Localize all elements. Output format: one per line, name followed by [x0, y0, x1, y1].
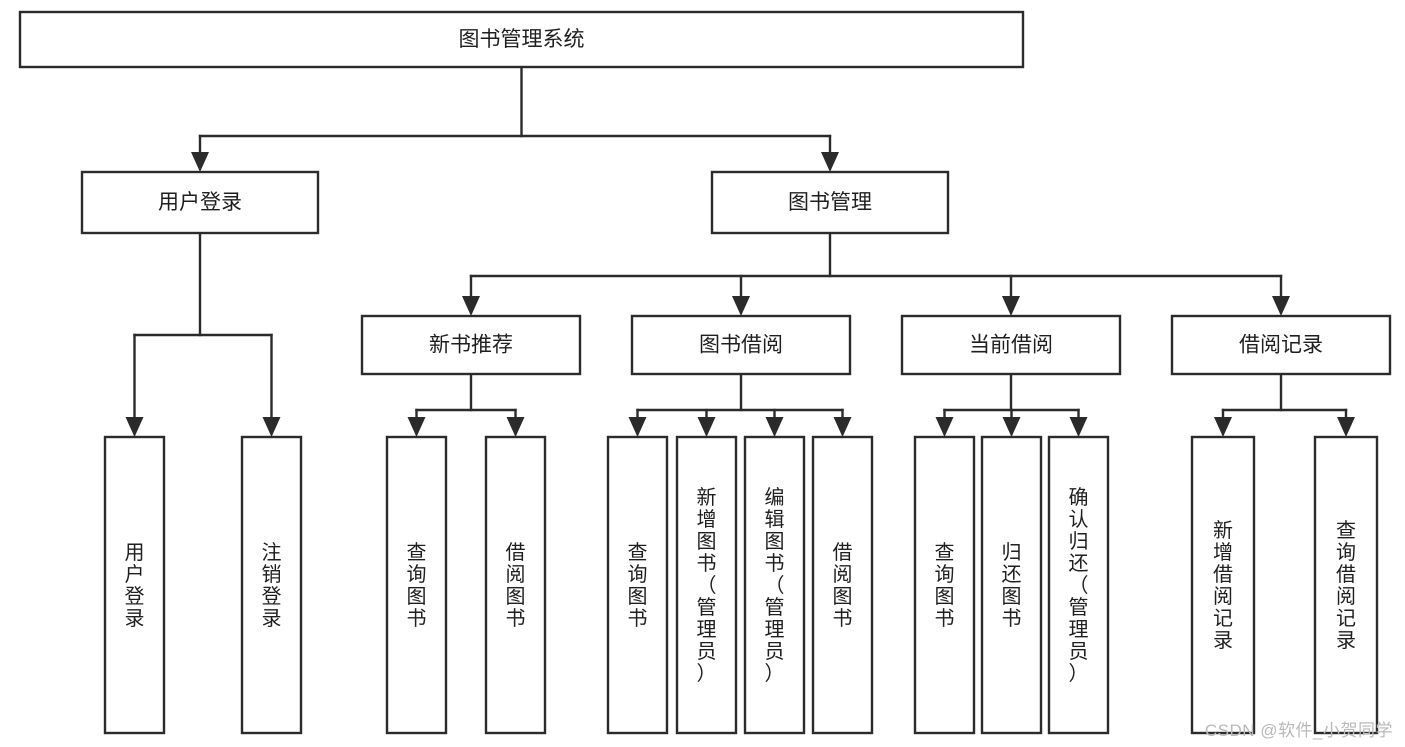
node-label: 图书管理 [788, 191, 872, 214]
arrow-head [1002, 296, 1020, 316]
node-label: 用户登录 [125, 542, 145, 630]
arrow-head [191, 152, 209, 172]
node-label: 借阅图书 [833, 541, 853, 630]
arrow-head [1272, 296, 1290, 316]
arrow-head [1069, 417, 1088, 437]
node-label: 查询图书 [935, 541, 955, 630]
arrow-head [697, 417, 716, 437]
arrow-head [821, 152, 839, 172]
node-box-rect [484, 435, 547, 735]
node-borrow-record[interactable]: 借阅记录 [1170, 314, 1392, 376]
node-label: 用户登录 [158, 191, 242, 214]
node-leaf-borrow-book-1[interactable]: 借阅图书 [484, 435, 547, 735]
node-label: 新增借阅记录 [1213, 519, 1233, 652]
arrow-head [407, 417, 426, 437]
arrow-head [125, 417, 144, 437]
node-label: 新增图书（管理员） [697, 486, 717, 685]
node-box-rect [913, 435, 976, 735]
node-box-rect [606, 435, 669, 735]
arrow-head [628, 417, 647, 437]
arrow-head [262, 417, 281, 437]
node-boxes-layer: 图书管理系统用户登录图书管理新书推荐图书借阅当前借阅借阅记录用户登录注销登录查询… [18, 10, 1392, 735]
node-box-rect [80, 170, 320, 235]
node-user-login[interactable]: 用户登录 [80, 170, 320, 235]
node-leaf-logout-login[interactable]: 注销登录 [240, 435, 303, 735]
node-box-rect [630, 314, 852, 376]
node-label: 查询借阅记录 [1336, 519, 1356, 652]
node-box-rect [980, 435, 1043, 735]
node-leaf-edit-book-admin[interactable]: 编辑图书（管理员） [743, 435, 806, 735]
node-label: 当前借阅 [969, 334, 1053, 357]
node-box-rect [811, 435, 874, 735]
node-leaf-add-book-admin[interactable]: 新增图书（管理员） [675, 435, 738, 735]
arrow-head [506, 417, 525, 437]
node-root-book-management-system[interactable]: 图书管理系统 [18, 10, 1025, 69]
arrow-head [765, 417, 784, 437]
node-leaf-query-book-2[interactable]: 查询图书 [606, 435, 669, 735]
node-book-manage[interactable]: 图书管理 [710, 170, 950, 235]
node-box-rect [385, 435, 448, 735]
node-box-rect [1047, 435, 1110, 735]
node-new-book-recommend[interactable]: 新书推荐 [360, 314, 582, 376]
node-box-rect [18, 10, 1025, 69]
node-label: 新书推荐 [429, 334, 513, 357]
node-leaf-user-login[interactable]: 用户登录 [103, 435, 166, 735]
node-box-rect [240, 435, 303, 735]
arrow-head [1002, 417, 1021, 437]
node-current-borrow[interactable]: 当前借阅 [900, 314, 1122, 376]
node-label: 编辑图书（管理员） [765, 486, 785, 685]
node-leaf-query-book-3[interactable]: 查询图书 [913, 435, 976, 735]
node-book-borrow[interactable]: 图书借阅 [630, 314, 852, 376]
node-leaf-return-book[interactable]: 归还图书 [980, 435, 1043, 735]
arrow-head [1214, 417, 1232, 437]
node-leaf-query-borrow-record[interactable]: 查询借阅记录 [1313, 435, 1379, 735]
node-label: 查询图书 [407, 541, 427, 630]
node-box-rect [360, 314, 582, 376]
arrow-head [833, 417, 852, 437]
node-label: 归还图书 [1002, 541, 1022, 630]
node-label: 图书管理系统 [459, 28, 585, 51]
node-box-rect [900, 314, 1122, 376]
node-leaf-query-book-1[interactable]: 查询图书 [385, 435, 448, 735]
node-box-rect [103, 435, 166, 735]
node-box-rect [1190, 435, 1256, 735]
node-label: 注销登录 [262, 541, 282, 630]
node-label: 借阅记录 [1239, 334, 1323, 357]
connector-lines-layer [125, 65, 1355, 437]
node-box-rect [675, 435, 738, 735]
node-label: 查询图书 [628, 541, 648, 630]
arrow-head [1337, 417, 1355, 437]
arrow-head [935, 417, 954, 437]
node-leaf-borrow-book-2[interactable]: 借阅图书 [811, 435, 874, 735]
csdn-watermark: CSDN @软件_小贺同学 [1204, 721, 1393, 740]
node-label: 图书借阅 [699, 334, 783, 357]
arrow-head [732, 296, 750, 316]
node-box-rect [1170, 314, 1392, 376]
node-leaf-confirm-return-admin[interactable]: 确认归还（管理员） [1047, 435, 1110, 735]
node-box-rect [743, 435, 806, 735]
node-box-rect [1313, 435, 1379, 735]
arrow-head [462, 296, 480, 316]
node-label: 确认归还（管理员） [1069, 486, 1089, 685]
node-box-rect [710, 170, 950, 235]
node-label: 借阅图书 [506, 541, 526, 630]
node-leaf-add-borrow-record[interactable]: 新增借阅记录 [1190, 435, 1256, 735]
